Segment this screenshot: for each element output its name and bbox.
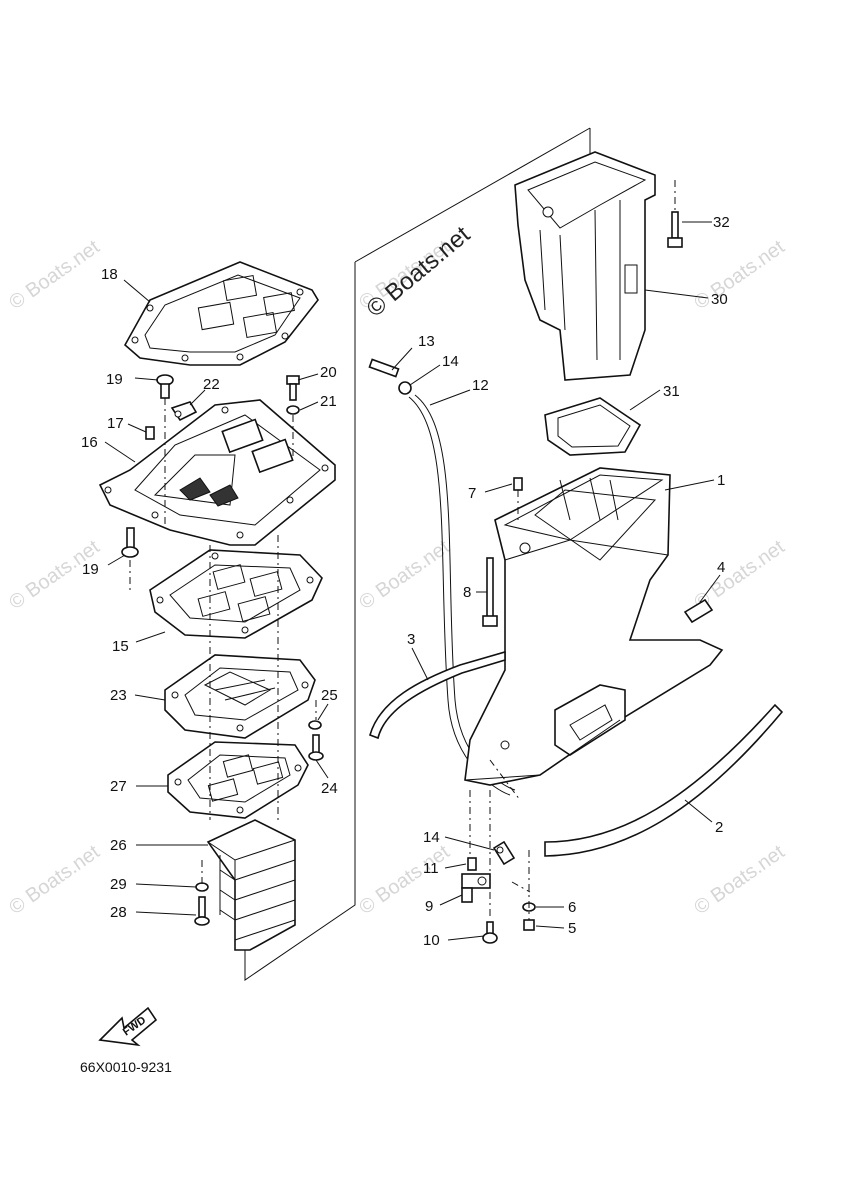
part-21-washer xyxy=(286,405,300,415)
label-part-7: 7 xyxy=(468,485,476,502)
label-part-9: 9 xyxy=(425,898,433,915)
fwd-arrow: FWD xyxy=(98,1006,158,1047)
drawing-code: 66X0010-9231 xyxy=(80,1059,172,1075)
left-alignment-lines xyxy=(129,398,317,885)
part-13-fitting xyxy=(368,358,400,378)
label-part-22: 22 xyxy=(203,376,220,393)
label-part-19: 19 xyxy=(106,371,123,388)
label-part-17: 17 xyxy=(107,415,124,432)
label-part-5: 5 xyxy=(568,920,576,937)
label-part-8: 8 xyxy=(463,584,471,601)
part-20-bolt xyxy=(286,375,300,401)
part-1-upper-casing xyxy=(464,467,724,801)
part-27-gasket xyxy=(167,741,309,819)
part-labels: 18 19 20 21 22 17 16 19 15 23 25 24 27 2… xyxy=(81,214,730,949)
part-8-bolt xyxy=(482,557,498,627)
label-part-14: 14 xyxy=(442,353,459,370)
label-part-26: 26 xyxy=(110,837,127,854)
part-9-fitting xyxy=(461,873,491,903)
part-14-grommet xyxy=(398,381,412,395)
label-part-16: 16 xyxy=(81,434,98,451)
part-28-bolt xyxy=(194,896,210,926)
label-part-18: 18 xyxy=(101,266,118,283)
label-part-14: 14 xyxy=(423,829,440,846)
brand-label: © Boats.net xyxy=(362,221,476,323)
part-29-washer xyxy=(195,882,209,892)
watermark: © Boats.net xyxy=(5,841,104,919)
part-11-pin xyxy=(467,857,477,871)
part-23-plate xyxy=(164,654,316,739)
label-part-13: 13 xyxy=(418,333,435,350)
part-19-bolt xyxy=(156,374,174,399)
label-part-32: 32 xyxy=(713,214,730,231)
part-16-upper-casing xyxy=(98,399,336,546)
part-30-oil-pan xyxy=(514,151,656,381)
label-part-31: 31 xyxy=(663,383,680,400)
part-24-bolt xyxy=(308,734,324,761)
label-part-20: 20 xyxy=(320,364,337,381)
watermark: © Boats.net xyxy=(355,841,454,919)
label-part-15: 15 xyxy=(112,638,129,655)
part-22-fitting xyxy=(170,401,198,422)
part-10-bolt xyxy=(482,921,498,944)
watermark-layer: © Boats.net © Boats.net © Boats.net © Bo… xyxy=(5,236,789,919)
leader-lines xyxy=(104,221,721,941)
part-25-washer xyxy=(308,720,322,730)
label-part-30: 30 xyxy=(711,291,728,308)
part-32-bolt xyxy=(667,211,683,248)
label-part-23: 23 xyxy=(110,687,127,704)
label-part-28: 28 xyxy=(110,904,127,921)
part-14-grommet xyxy=(492,840,516,866)
label-part-24: 24 xyxy=(321,780,338,797)
part-31-seal xyxy=(544,397,642,456)
label-part-12: 12 xyxy=(472,377,489,394)
part-5-nut xyxy=(523,919,535,931)
label-part-27: 27 xyxy=(110,778,127,795)
part-15-gasket xyxy=(149,549,323,639)
label-part-4: 4 xyxy=(717,559,725,576)
part-2-damper xyxy=(544,703,784,857)
label-part-3: 3 xyxy=(407,631,415,648)
label-part-2: 2 xyxy=(715,819,723,836)
label-part-25: 25 xyxy=(321,687,338,704)
hose-clip xyxy=(511,881,531,893)
part-4-plug xyxy=(683,598,714,624)
watermark: © Boats.net xyxy=(355,536,454,614)
watermark: © Boats.net xyxy=(5,236,104,314)
part-3-damper xyxy=(369,650,506,740)
watermark: © Boats.net xyxy=(690,236,789,314)
part-17-pin xyxy=(145,426,155,440)
right-alignment-lines xyxy=(469,180,676,920)
label-part-6: 6 xyxy=(568,899,576,916)
label-part-19: 19 xyxy=(82,561,99,578)
watermark: © Boats.net xyxy=(690,841,789,919)
part-19-bolt xyxy=(121,527,139,558)
part-7-pin xyxy=(513,477,523,491)
label-part-21: 21 xyxy=(320,393,337,410)
label-part-29: 29 xyxy=(110,876,127,893)
part-18-gasket xyxy=(123,261,319,366)
part-26-exhaust-guide xyxy=(206,819,296,951)
label-part-11: 11 xyxy=(423,860,439,877)
label-part-10: 10 xyxy=(423,932,440,949)
label-part-1: 1 xyxy=(717,472,725,489)
